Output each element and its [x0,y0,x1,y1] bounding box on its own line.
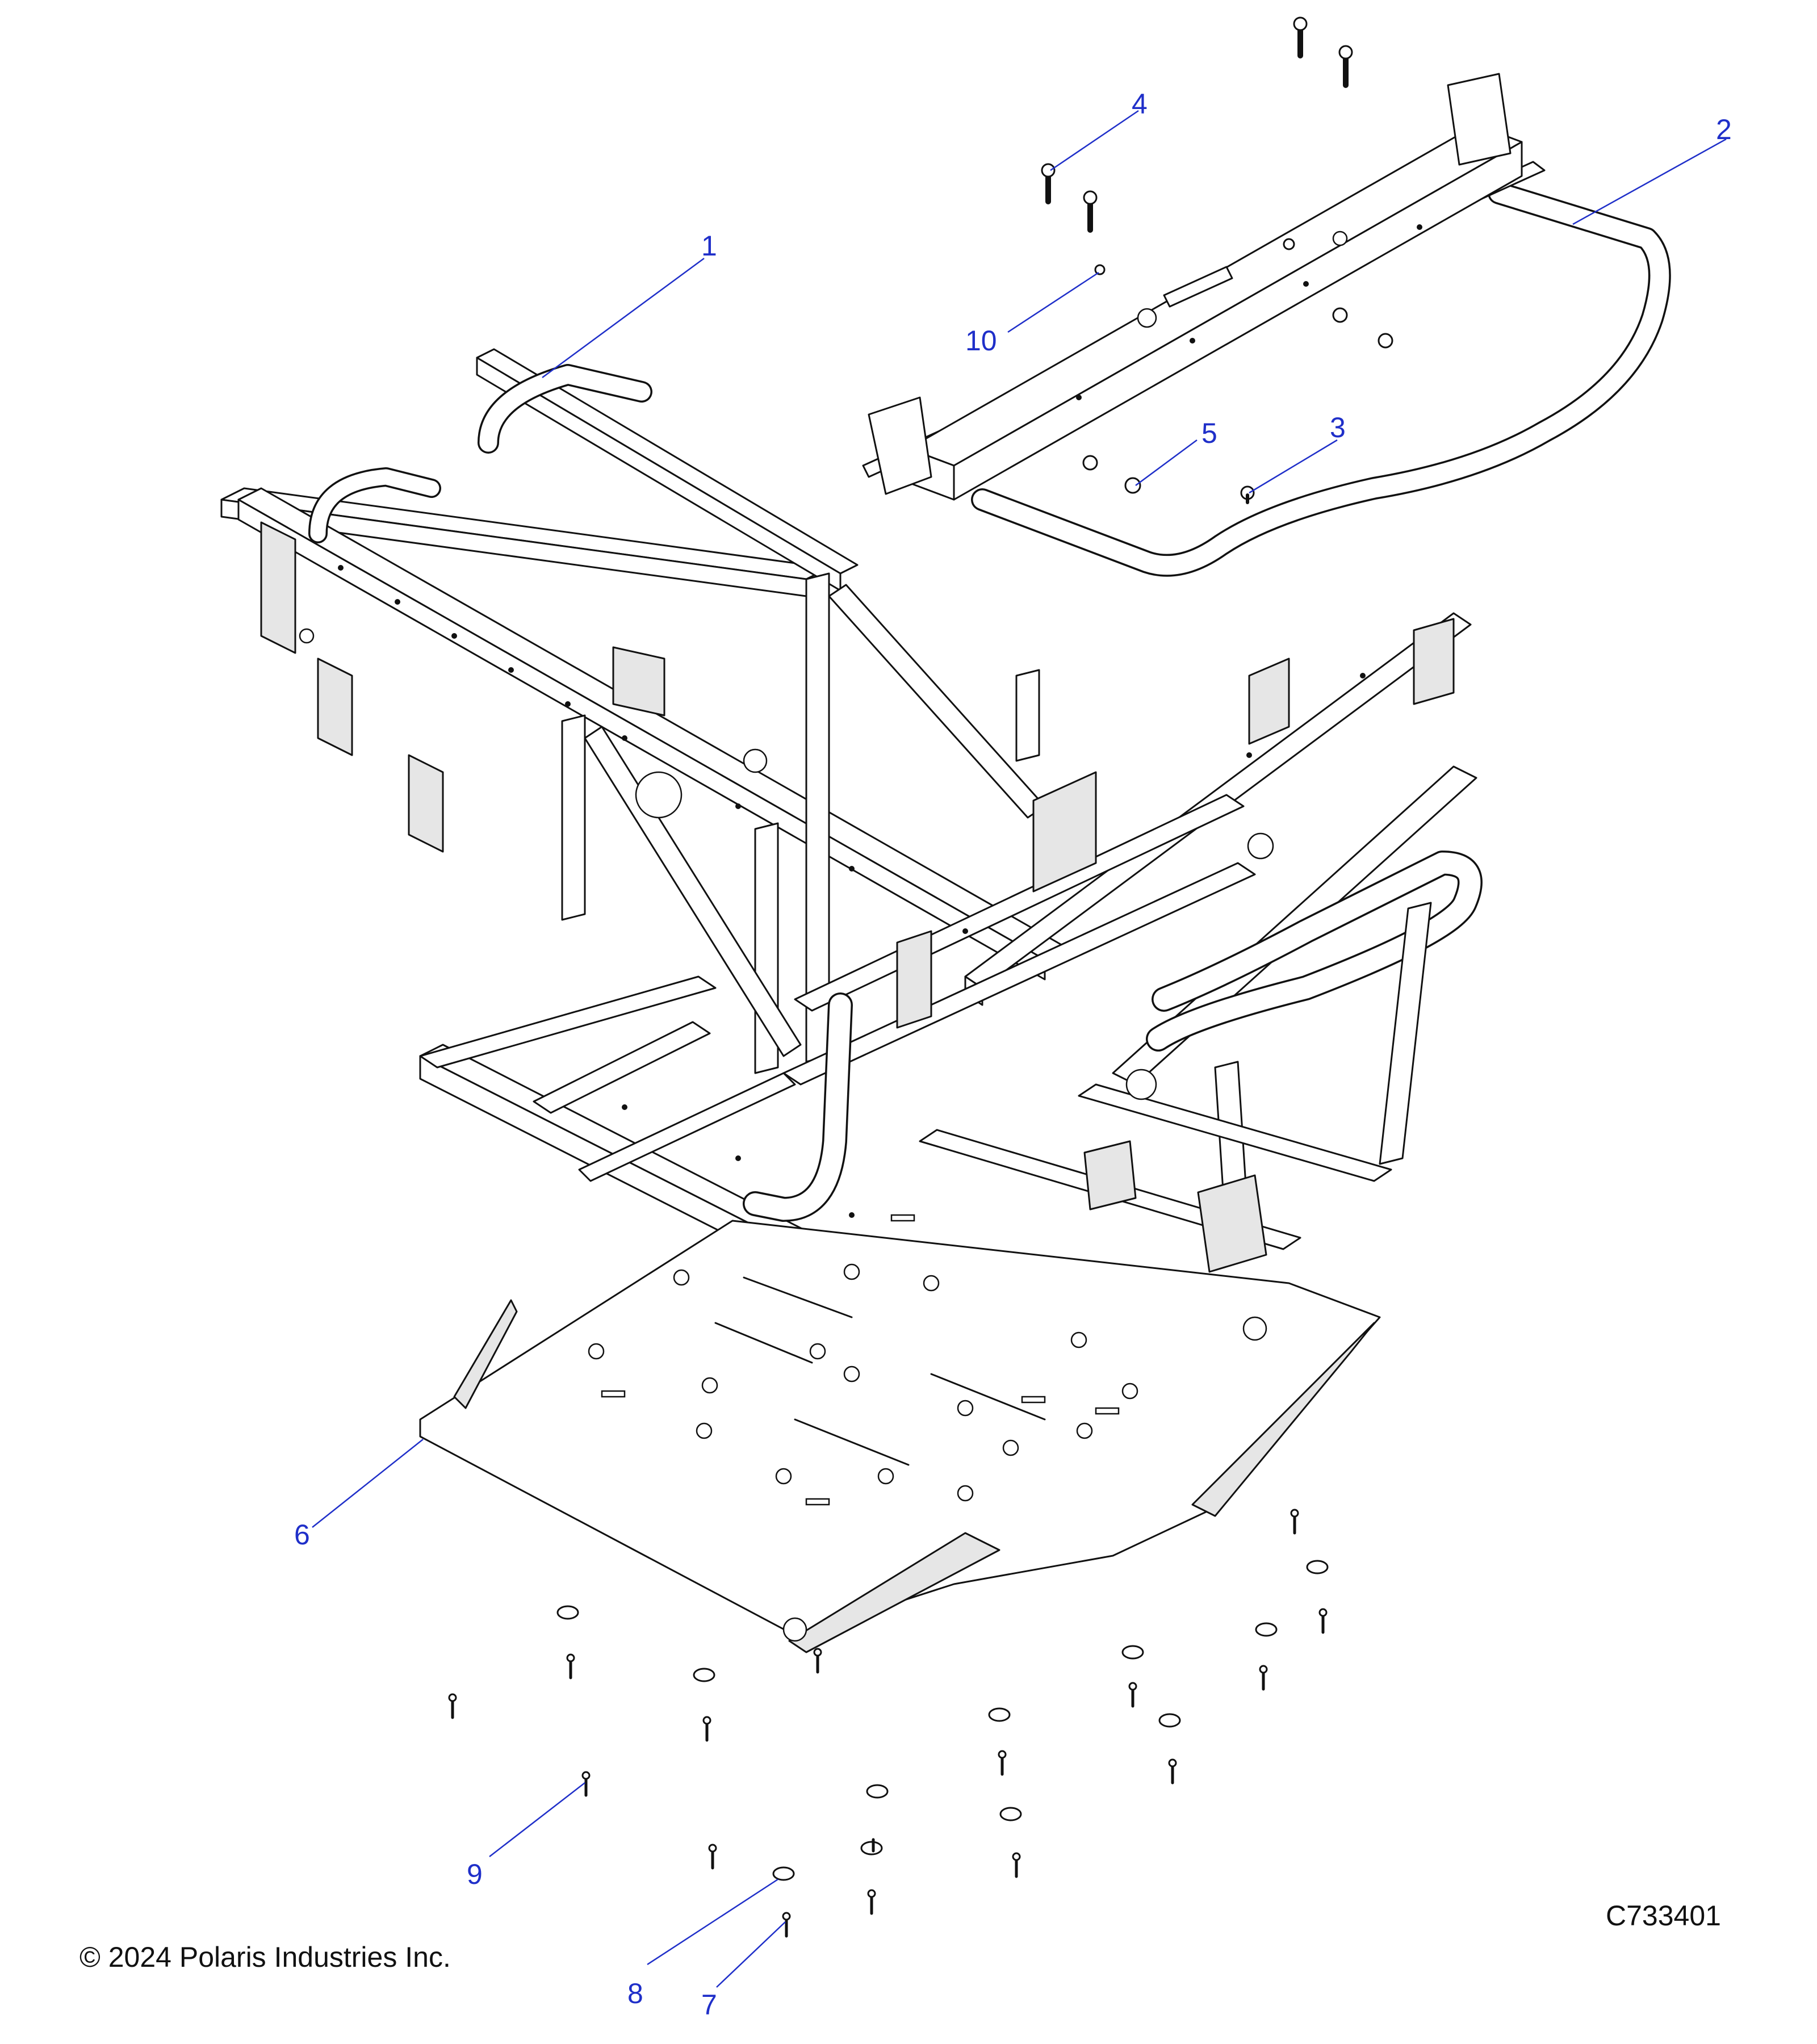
callout-4[interactable]: 4 [1132,88,1148,120]
leader-9 [489,1782,585,1857]
leader-2 [1572,138,1727,225]
leader-8 [647,1878,778,1966]
callout-3[interactable]: 3 [1330,412,1346,443]
leader-4 [1050,110,1139,171]
leader-10 [1007,271,1099,333]
callout-7[interactable]: 7 [701,1989,717,2021]
skid-fasteners [448,1509,1329,1938]
callouts: 1 2 3 4 5 6 7 8 9 10 [294,88,1732,2021]
callout-6[interactable]: 6 [294,1519,310,1551]
callout-10[interactable]: 10 [965,325,997,357]
leader-7 [716,1921,786,1988]
leader-5 [1135,439,1198,487]
callout-2[interactable]: 2 [1716,114,1732,145]
leader-3 [1249,439,1338,494]
callout-5[interactable]: 5 [1201,417,1217,449]
leader-lines [312,110,1727,1988]
callout-1[interactable]: 1 [701,230,717,262]
cargo-support-frame [862,73,1671,577]
bolts-4 [1041,16,1353,233]
small-fasteners [1094,264,1255,504]
copyright-text: © 2024 Polaris Industries Inc. [79,1941,451,1973]
skid-plate [419,1214,1381,1653]
callout-9[interactable]: 9 [467,1858,483,1890]
leader-6 [312,1439,424,1528]
callout-8[interactable]: 8 [627,1978,643,2009]
drawing-number: C733401 [1606,1900,1721,1932]
leader-1 [542,257,705,379]
